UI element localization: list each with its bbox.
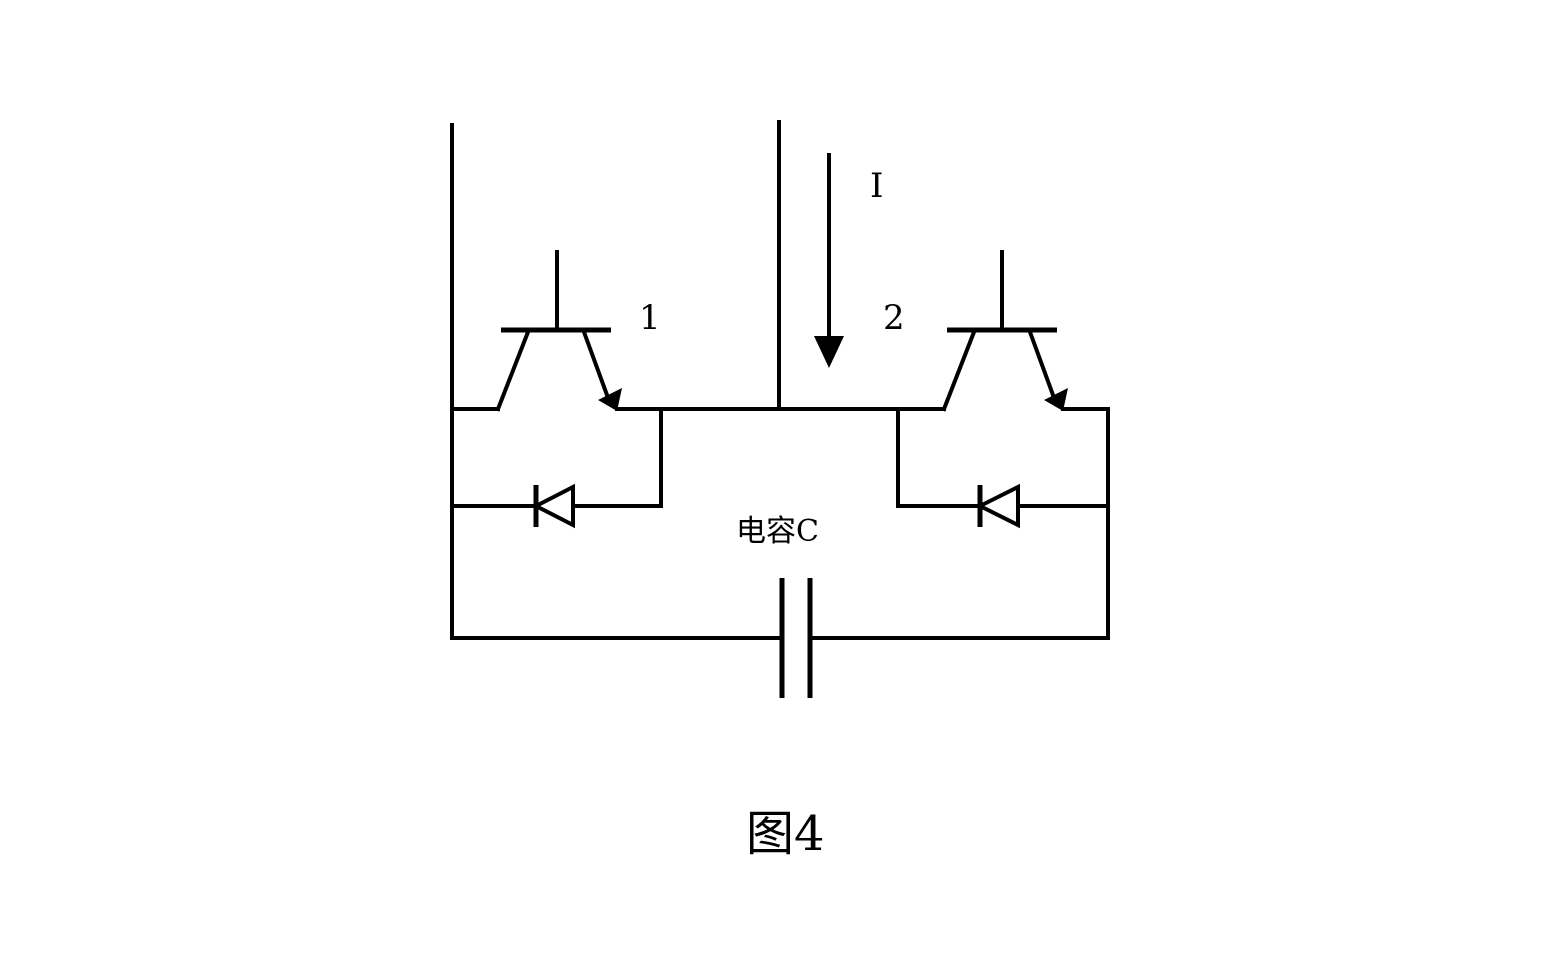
transistor-1 bbox=[450, 250, 622, 412]
capacitor bbox=[779, 578, 813, 698]
figure-caption: 图4 bbox=[746, 806, 825, 862]
transistor-1-emitter-arrow-icon bbox=[598, 388, 622, 411]
diode-1-triangle-icon bbox=[531, 483, 575, 529]
transistor-1-label: 1 bbox=[639, 298, 661, 338]
transistor-2-emitter bbox=[1027, 329, 1056, 398]
transistor-2-label: 2 bbox=[883, 298, 905, 338]
diode-2 bbox=[896, 407, 1110, 529]
diode-2-triangle-icon bbox=[975, 483, 1020, 529]
transistor-2-emitter-arrow-icon bbox=[1044, 388, 1068, 411]
transistor-1-emitter bbox=[581, 329, 610, 398]
capacitor-label: 电容C bbox=[736, 514, 819, 549]
diode-1 bbox=[450, 407, 663, 529]
transistor-1-collector bbox=[495, 329, 531, 412]
current-arrow bbox=[814, 153, 844, 368]
transistor-2 bbox=[941, 250, 1110, 412]
current-arrow-head-icon bbox=[814, 336, 844, 368]
current-label: I bbox=[870, 166, 883, 206]
transistor-2-collector bbox=[941, 329, 977, 412]
